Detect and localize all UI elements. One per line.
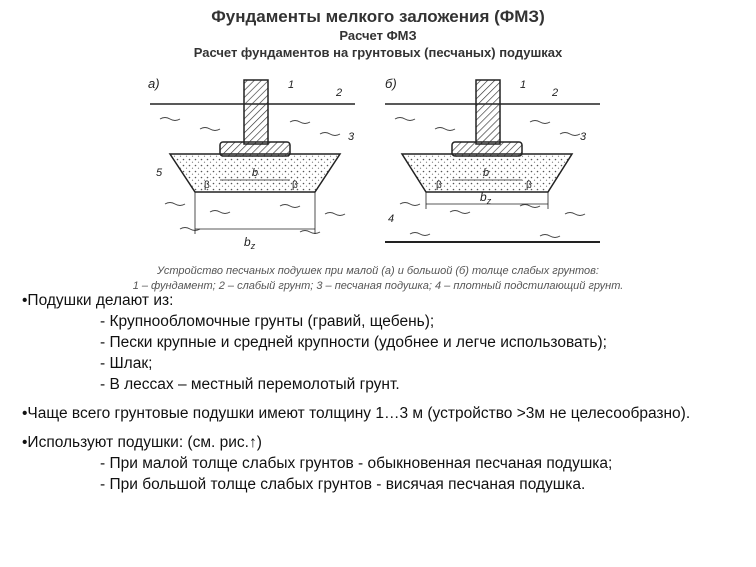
svg-text:b: b — [483, 167, 489, 179]
list-item: - В лессах – местный перемолотый грунт. — [100, 376, 400, 393]
svg-text:3: 3 — [580, 131, 587, 143]
svg-text:1: 1 — [288, 79, 294, 91]
list-item: - Пески крупные и средней крупности (удо… — [100, 334, 607, 351]
foundation-figure: а) bz b β β 1 2 3 5 — [140, 74, 610, 264]
svg-text:1: 1 — [520, 79, 526, 91]
svg-text:bz: bz — [244, 235, 256, 251]
panel-a: а) bz b β β 1 2 3 5 — [148, 76, 355, 251]
title-block: Фундаменты мелкого заложения (ФМЗ) Расче… — [0, 6, 756, 61]
svg-text:β: β — [292, 180, 298, 191]
svg-text:2: 2 — [551, 87, 558, 99]
svg-text:β: β — [204, 180, 210, 191]
foundation-drawing: а) bz b β β 1 2 3 5 — [148, 76, 600, 251]
panel-b-label: б) — [385, 76, 397, 91]
figure-caption: Устройство песчаных подушек при малой (а… — [40, 264, 716, 294]
panel-b: б) bz b β β 1 2 3 — [385, 76, 600, 243]
bullet-thickness: •Чаще всего грунтовые подушки имеют толщ… — [22, 405, 691, 422]
svg-text:bz: bz — [480, 190, 492, 206]
list-item: - При малой толще слабых грунтов - обыкн… — [100, 455, 613, 472]
caption-line-1: Устройство песчаных подушек при малой (а… — [157, 265, 599, 277]
section-title: Расчет фундаментов на грунтовых (песчаны… — [193, 45, 563, 60]
list-item: - Крупнообломочные грунты (гравий, щебен… — [100, 313, 435, 330]
svg-text:4: 4 — [388, 213, 394, 225]
page-title: Фундаменты мелкого заложения (ФМЗ) — [211, 7, 545, 26]
caption-line-2: 1 – фундамент; 2 – слабый грунт; 3 – пес… — [132, 280, 624, 292]
bullet-usage-heading: •Используют подушки: (см. рис.↑) — [22, 434, 262, 451]
list-item: - Шлак; — [100, 355, 153, 372]
svg-text:β: β — [436, 180, 442, 191]
main-text: •Подушки делают из: - Крупнообломочные г… — [22, 290, 737, 495]
svg-text:b: b — [252, 167, 258, 179]
svg-text:2: 2 — [335, 87, 342, 99]
bullet-materials-heading: •Подушки делают из: — [22, 292, 174, 309]
svg-text:β: β — [526, 180, 532, 191]
svg-text:5: 5 — [156, 167, 163, 179]
panel-a-label: а) — [148, 76, 160, 91]
svg-text:3: 3 — [348, 131, 355, 143]
page-subtitle: Расчет ФМЗ — [339, 28, 417, 43]
list-item: - При большой толще слабых грунтов - вис… — [100, 476, 586, 493]
